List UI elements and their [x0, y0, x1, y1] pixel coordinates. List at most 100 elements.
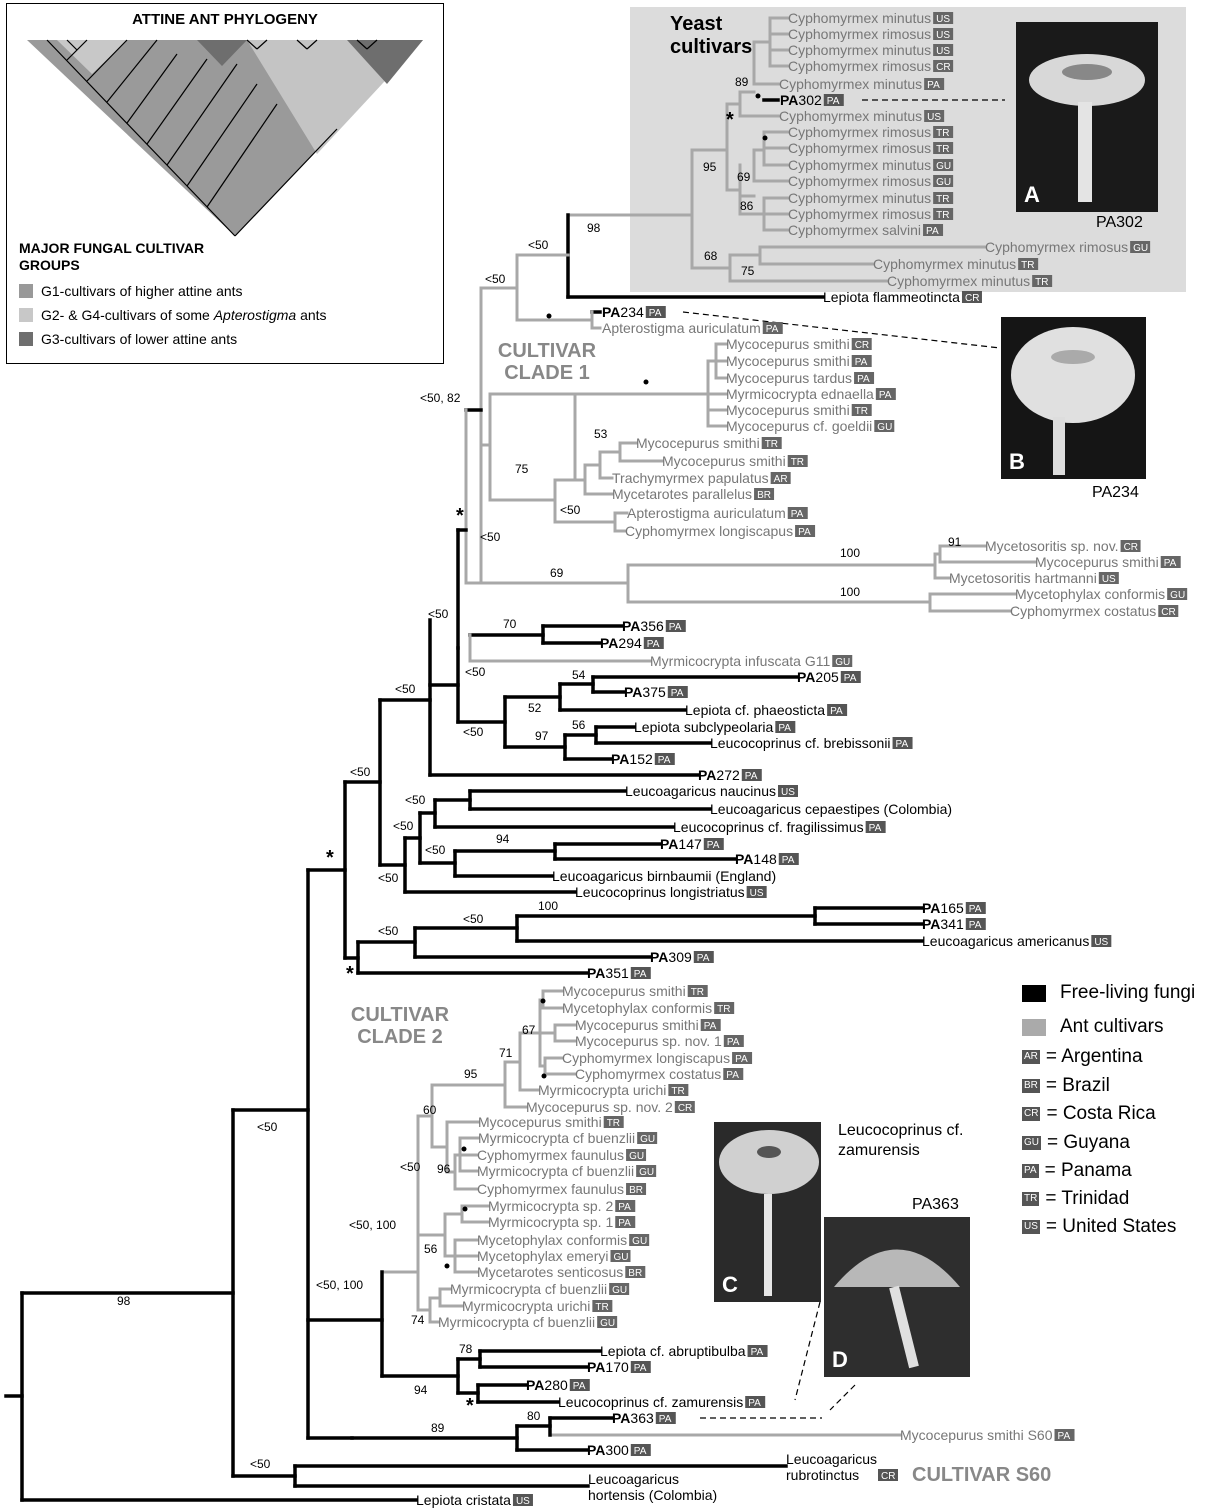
- taxon-label: Cyphomyrmex minutus: [873, 256, 1016, 272]
- country-code: PA: [573, 1381, 586, 1392]
- country-code: PA: [618, 1202, 631, 1213]
- support-value: 100: [840, 585, 860, 599]
- taxon-label: Mycetarotes senticosus: [477, 1264, 623, 1280]
- country-code: GU: [877, 422, 892, 433]
- country-code: PA: [669, 622, 682, 633]
- inset-subtitle: MAJOR FUNGAL CULTIVAR GROUPS: [19, 240, 219, 274]
- country-code-badge: US: [1022, 1220, 1040, 1234]
- country-code: CR: [855, 340, 869, 351]
- support-value: 89: [735, 75, 749, 89]
- taxon-label: Myrmicocrypta ednaella: [726, 386, 874, 402]
- photo-c-caption: Leucocoprinus cf. zamurensis: [838, 1121, 968, 1161]
- asterisk-marker: *: [466, 1395, 474, 1417]
- country-code: GU: [1133, 243, 1148, 254]
- country-code-badge: TR: [1022, 1192, 1039, 1206]
- country-code: PA: [647, 639, 660, 650]
- country-code: PA: [634, 1446, 647, 1457]
- taxon-label: Myrmicocrypta cf buenzlii: [450, 1281, 607, 1297]
- country-code: US: [1094, 937, 1108, 948]
- taxon-label: PA309: [650, 949, 692, 965]
- taxon-label: Cyphomyrmex minutus: [779, 76, 922, 92]
- country-code-badge: AR: [1022, 1050, 1040, 1064]
- support-value: 78: [459, 1342, 473, 1356]
- support-value: <50: [405, 793, 426, 807]
- country-name: = Panama: [1045, 1160, 1132, 1182]
- taxon-label: Leucoagaricus birnbaumii (England): [552, 868, 776, 884]
- country-code: TR: [765, 439, 778, 450]
- taxon-label: Mycocepurus smithi: [478, 1114, 602, 1130]
- country-code: PA: [896, 739, 909, 750]
- taxon-label: Myrmicocrypta cf buenzlii: [438, 1314, 595, 1330]
- taxon-label: Myrmicocrypta urichi: [538, 1082, 666, 1098]
- country-code: PA: [726, 1070, 739, 1081]
- country-code: US: [936, 30, 950, 41]
- country-code: TR: [607, 1118, 620, 1129]
- photo-d-pa363: D: [824, 1217, 970, 1377]
- taxon-label: Myrmicocrypta sp. 2: [488, 1198, 613, 1214]
- taxon-label: Cyphomyrmex costatus: [575, 1066, 721, 1082]
- country-code: TR: [936, 210, 949, 221]
- country-name: = Argentina: [1046, 1046, 1143, 1068]
- country-code: PA: [798, 527, 811, 538]
- node-dot: [547, 314, 552, 319]
- taxon-label: PA375: [624, 684, 666, 700]
- country-code: PA: [879, 390, 892, 401]
- taxon-label: PA363: [612, 1410, 654, 1426]
- country-code: PA: [926, 226, 939, 237]
- node-dot: [541, 999, 546, 1004]
- free-living-label: Free-living fungi: [1060, 982, 1195, 1004]
- taxon-label: Leucoagaricus naucinus: [625, 783, 776, 799]
- country-code: GU: [612, 1285, 627, 1296]
- country-code: US: [516, 1496, 530, 1507]
- support-value: 56: [572, 718, 586, 732]
- g1-swatch: [19, 284, 33, 298]
- taxon-label: PA170: [587, 1359, 629, 1375]
- taxon-label: Mycetophylax conformis: [562, 1000, 712, 1016]
- taxon-label: Mycetarotes parallelus: [612, 486, 752, 502]
- taxon-label: Cyphomyrmex minutus: [788, 190, 931, 206]
- country-code: GU: [936, 177, 951, 188]
- support-value: 94: [496, 832, 510, 846]
- country-code: US: [936, 14, 950, 25]
- country-code: CR: [1161, 607, 1175, 618]
- country-code: US: [936, 46, 950, 57]
- country-code: PA: [1058, 1431, 1071, 1442]
- support-value: 71: [499, 1046, 513, 1060]
- country-code: PA: [727, 1037, 740, 1048]
- taxon-label: Lepiota flammeotincta: [823, 289, 960, 305]
- country-code: PA: [634, 1363, 647, 1374]
- taxon-label: Leucoagaricusrubrotinctus: [786, 1451, 877, 1483]
- country-code: US: [927, 112, 941, 123]
- country-code: PA: [707, 840, 720, 851]
- taxon-label: Cyphomyrmex costatus: [1010, 603, 1156, 619]
- support-value: 74: [411, 1313, 425, 1327]
- country-code: BR: [757, 490, 771, 501]
- country-code-badge: GU: [1022, 1136, 1041, 1150]
- yeast-cultivars-title: Yeast cultivars: [670, 13, 750, 59]
- country-code: CR: [1124, 542, 1138, 553]
- taxon-label: Mycocepurus smithi: [636, 435, 760, 451]
- taxon-label: Mycocepurus sp. nov. 1: [575, 1033, 722, 1049]
- support-value: <50: [378, 924, 399, 938]
- taxon-label: Mycocepurus smithi: [562, 983, 686, 999]
- photo-b-caption: PA234: [1092, 484, 1139, 502]
- taxon-label: Mycocepurus smithi: [1035, 554, 1159, 570]
- key-free-living: Free-living fungi: [1022, 982, 1195, 1004]
- taxon-label: Mycetophylax conformis: [477, 1232, 627, 1248]
- taxon-label: Leucocoprinus cf. zamurensis: [558, 1394, 743, 1410]
- country-code: GU: [1170, 590, 1185, 601]
- country-code: GU: [936, 161, 951, 172]
- g3-swatch: [19, 332, 33, 346]
- taxon-label: Cyphomyrmex longiscapus: [625, 523, 793, 539]
- country-code: GU: [632, 1236, 647, 1247]
- country-name: = United States: [1046, 1216, 1176, 1238]
- node-dot: [462, 1147, 467, 1152]
- support-value: <50: [463, 912, 484, 926]
- taxon-label: Myrmicocrypta cf buenzlii: [478, 1130, 635, 1146]
- node-dot: [542, 1074, 547, 1079]
- country-code: PA: [697, 953, 710, 964]
- country-code: PA: [855, 357, 868, 368]
- support-value: 53: [594, 427, 608, 441]
- photo-b-pa234: B: [1001, 317, 1146, 479]
- support-value: 52: [528, 701, 542, 715]
